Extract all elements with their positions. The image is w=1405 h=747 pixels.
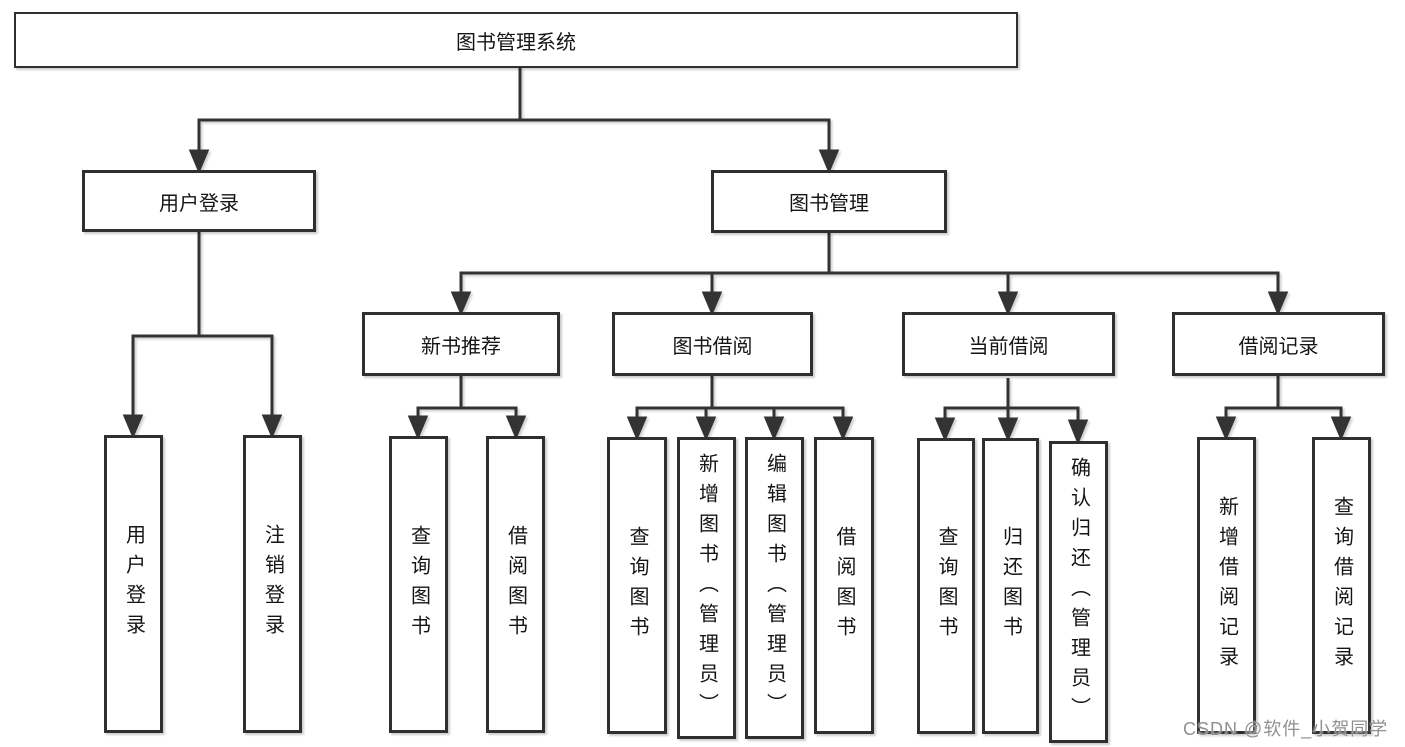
leaf-label: 确认归还（管理员） [1067, 457, 1090, 727]
leaf-label: 新增借阅记录 [1215, 495, 1238, 676]
connector-current-borrow-branch [934, 378, 1089, 446]
node-book-mgmt-branch: 图书管理 [711, 170, 947, 233]
leaf-label: 查询借阅记录 [1330, 495, 1353, 676]
arrowhead [832, 416, 854, 441]
leaf-bb-borrow-books: 借阅图书 [814, 437, 874, 734]
arrowhead [1067, 419, 1089, 446]
leaf-cb-confirm-return-admin: 确认归还（管理员） [1049, 441, 1108, 743]
arrowhead [188, 149, 210, 174]
arrowhead [261, 414, 283, 439]
leaf-cb-query-books: 查询图书 [917, 438, 975, 734]
arrowhead [450, 291, 472, 316]
node-book-borrow: 图书借阅 [612, 312, 813, 376]
csdn-watermark: CSDN @软件_小贺同学 [1183, 719, 1389, 739]
arrowhead [763, 416, 785, 441]
leaf-label: 借阅图书 [833, 525, 855, 646]
node-new-book-rec: 新书推荐 [362, 312, 560, 376]
leaf-user-login: 用户登录 [104, 435, 163, 733]
leaf-rec-query-books: 查询图书 [389, 436, 448, 733]
node-user-login-branch: 用户登录 [82, 170, 316, 232]
leaf-label: 借阅图书 [504, 524, 527, 645]
arrowhead [997, 417, 1019, 442]
arrowhead [1215, 416, 1237, 441]
arrowhead [122, 414, 144, 439]
arrowhead [626, 416, 648, 441]
leaf-label: 用户登录 [122, 524, 145, 644]
leaf-label: 注销登录 [261, 524, 284, 644]
connector-book-borrow-branch [626, 375, 854, 441]
node-borrow-records: 借阅记录 [1172, 312, 1385, 376]
leaf-logout: 注销登录 [243, 435, 302, 733]
node-current-borrow: 当前借阅 [902, 312, 1115, 376]
leaf-bb-edit-books-admin: 编辑图书（管理员） [745, 437, 804, 739]
leaf-rec-borrow-books: 借阅图书 [486, 436, 545, 733]
connector-borrow-records-branch [1215, 375, 1352, 441]
connector-root-to-level2 [188, 67, 840, 174]
arrowhead [997, 291, 1019, 316]
arrowhead [695, 416, 717, 441]
connector-user-login-branch [122, 231, 283, 439]
arrowhead [934, 417, 956, 442]
leaf-br-query-record: 查询借阅记录 [1312, 437, 1371, 734]
leaf-label: 查询图书 [935, 526, 957, 646]
leaf-label: 归还图书 [999, 526, 1022, 646]
connector-new-book-branch [407, 375, 527, 440]
arrowhead [1330, 416, 1352, 441]
connector-book-mgmt-branch [450, 232, 1289, 316]
leaf-label: 新增图书（管理员） [695, 453, 718, 723]
leaf-cb-return-books: 归还图书 [982, 438, 1039, 734]
leaf-label: 编辑图书（管理员） [763, 453, 786, 723]
leaf-bb-query-books: 查询图书 [607, 437, 667, 734]
arrowhead [505, 415, 527, 440]
arrowhead [407, 415, 429, 440]
leaf-label: 查询图书 [407, 524, 430, 645]
leaf-label: 查询图书 [626, 525, 648, 646]
arrowhead [818, 149, 840, 174]
arrowhead [1267, 291, 1289, 316]
leaf-br-add-record: 新增借阅记录 [1197, 437, 1256, 734]
arrowhead [701, 291, 723, 316]
node-root-system: 图书管理系统 [14, 12, 1018, 68]
leaf-bb-add-books-admin: 新增图书（管理员） [677, 437, 736, 739]
